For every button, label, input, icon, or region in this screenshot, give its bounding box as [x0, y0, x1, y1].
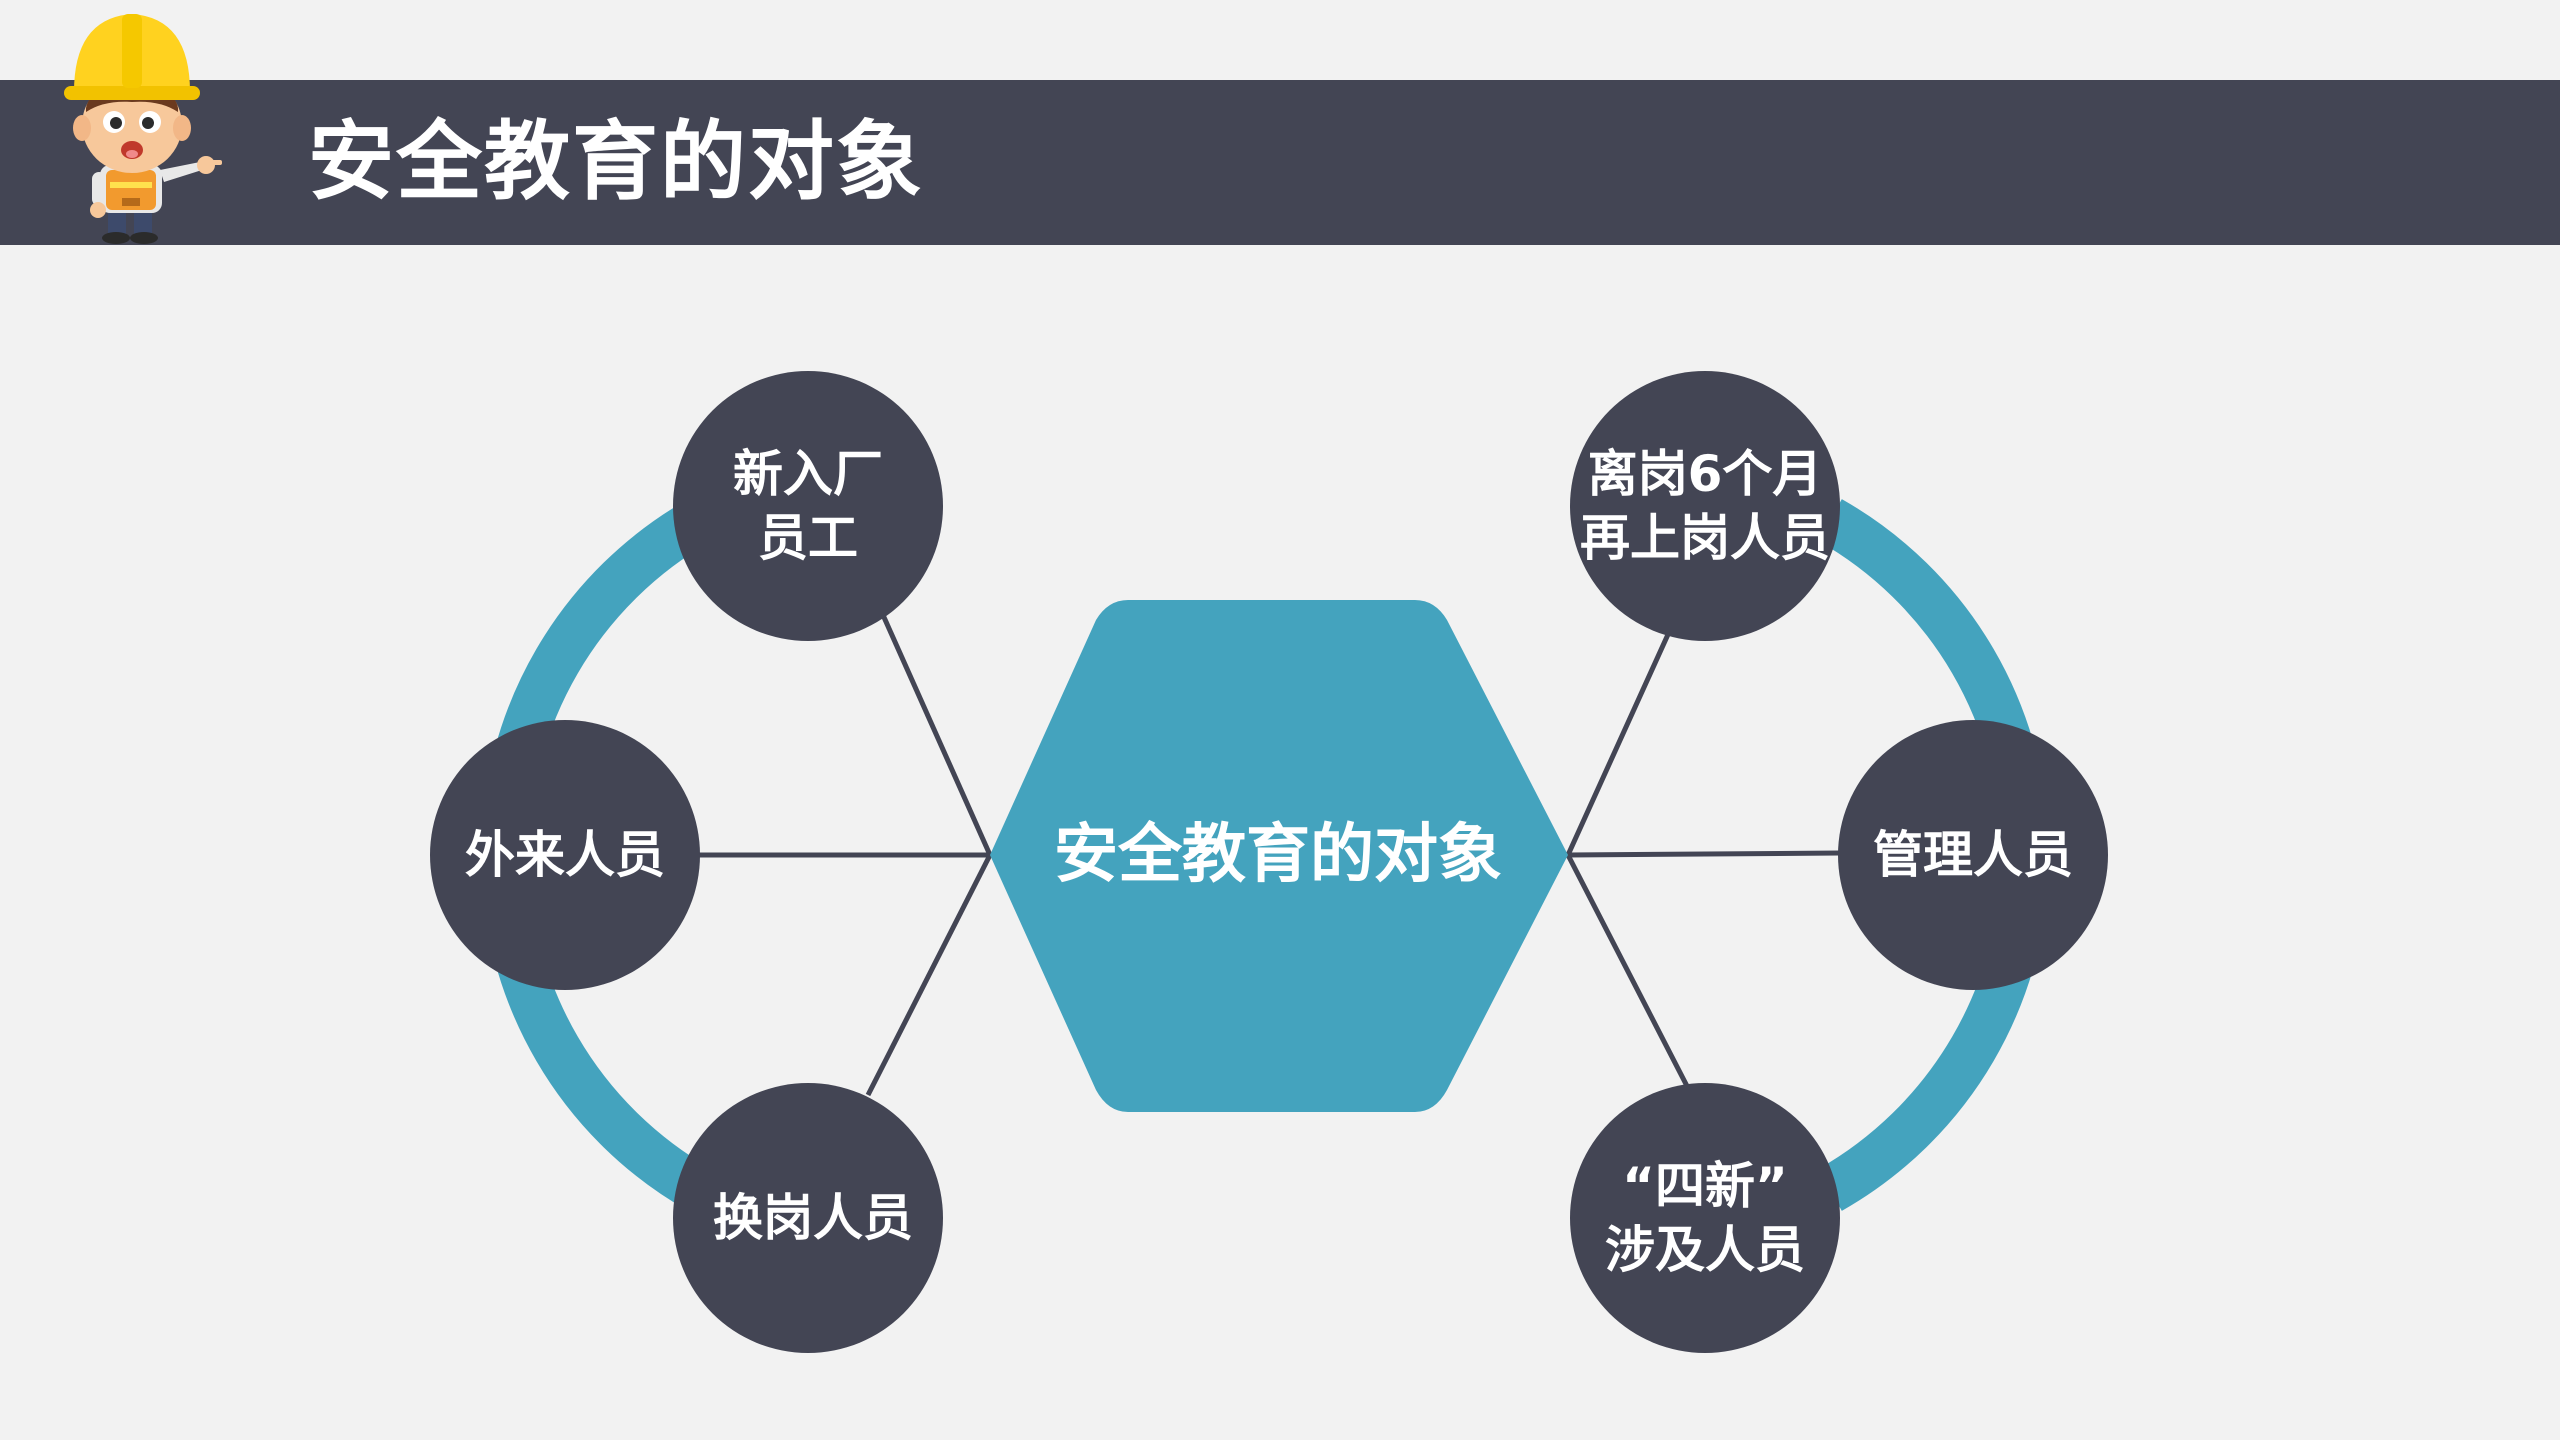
node-new-employee: 新入厂 员工 — [673, 371, 943, 641]
node-returning: 离岗6个月 再上岗人员 — [1570, 371, 1840, 641]
node-visitors: 外来人员 — [430, 720, 700, 990]
node-four-new: “四新” 涉及人员 — [1570, 1083, 1840, 1353]
title-bar — [0, 80, 2560, 245]
node-label: 换岗人员 — [713, 1189, 913, 1247]
hub-hexagon — [990, 600, 1568, 1112]
node-label: 再上岗人员 — [1580, 509, 1830, 567]
node-label: 管理人员 — [1873, 826, 2073, 884]
node-label: “四新” — [1622, 1157, 1788, 1215]
node-label: 新入厂 — [733, 445, 883, 503]
construction-worker-mascot-icon — [64, 14, 222, 244]
node-label: 外来人员 — [465, 826, 665, 884]
node-transfer: 换岗人员 — [673, 1083, 943, 1353]
hub-label: 安全教育的对象 — [1054, 818, 1502, 892]
node-managers: 管理人员 — [1838, 720, 2108, 990]
node-label: 涉及人员 — [1605, 1221, 1805, 1279]
node-label: 离岗6个月 — [1588, 445, 1823, 503]
connector-lines — [698, 613, 1841, 1097]
page-title: 安全教育的对象 — [308, 112, 924, 212]
node-label: 员工 — [758, 509, 858, 567]
